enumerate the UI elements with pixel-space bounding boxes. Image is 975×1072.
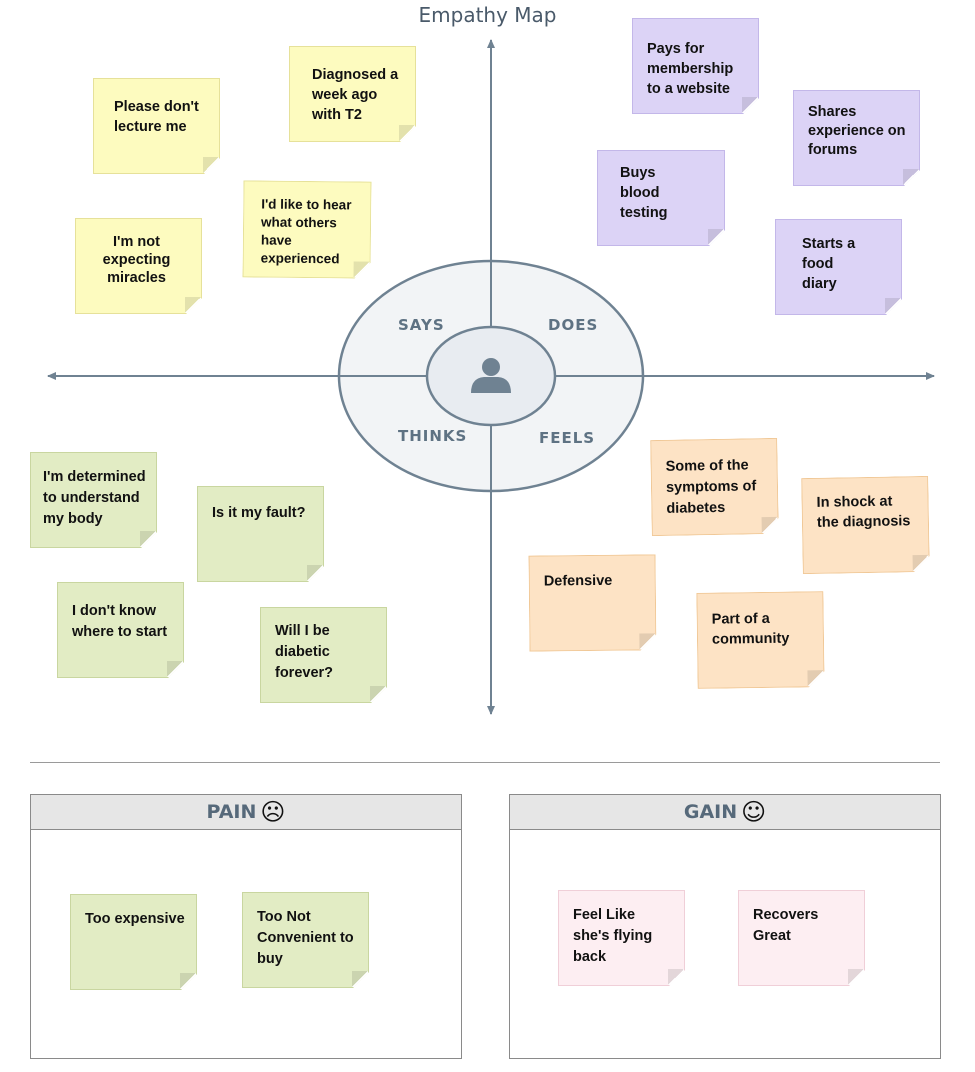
quadrant-label-feels: FEELS [539, 429, 596, 447]
happy-face-icon: ☺ [741, 798, 767, 826]
section-divider [30, 762, 940, 763]
sticky-note-feels[interactable]: Some of the symptoms of diabetes [650, 438, 779, 536]
sticky-note-thinks[interactable]: Will I be diabetic forever? [260, 607, 387, 703]
sticky-note-pain[interactable]: Too expensive [70, 894, 197, 990]
sticky-note-says[interactable]: Diagnosed a week ago with T2 [289, 46, 416, 142]
sticky-note-feels[interactable]: In shock at the diagnosis [801, 476, 930, 574]
gain-title: GAIN [683, 801, 738, 823]
gain-header: GAIN☺ [510, 795, 940, 830]
sticky-note-thinks[interactable]: Is it my fault? [197, 486, 324, 582]
sticky-note-feels[interactable]: Part of a community [696, 591, 824, 689]
sticky-note-feels[interactable]: Defensive [529, 554, 657, 651]
pain-header: PAIN☹ [31, 795, 461, 830]
sad-face-icon: ☹ [260, 798, 286, 826]
sticky-note-says[interactable]: I'm not expecting miracles [75, 218, 202, 314]
sticky-note-pain[interactable]: Too Not Convenient to buy [242, 892, 369, 988]
quadrant-label-does: DOES [548, 316, 599, 334]
quadrant-label-thinks: THINKS [398, 427, 468, 445]
sticky-note-does[interactable]: Starts a food diary [775, 219, 902, 315]
sticky-note-gain[interactable]: Recovers Great [738, 890, 865, 986]
sticky-note-gain[interactable]: Feel Like she's flying back [558, 890, 685, 986]
sticky-note-does[interactable]: Pays for membership to a website [632, 18, 759, 114]
sticky-note-says[interactable]: I'd like to hear what others have experi… [242, 180, 371, 278]
user-icon [471, 358, 511, 393]
sticky-note-thinks[interactable]: I'm determined to understand my body [30, 452, 157, 548]
pain-title: PAIN [206, 801, 257, 823]
page-title: Empathy Map [418, 3, 557, 27]
sticky-note-says[interactable]: Please don't lecture me [93, 78, 220, 174]
sticky-note-does[interactable]: Buys blood testing [597, 150, 725, 246]
quadrant-label-says: SAYS [398, 316, 445, 334]
sticky-note-thinks[interactable]: I don't know where to start [57, 582, 184, 678]
sticky-note-does[interactable]: Shares experience on forums [793, 90, 920, 186]
